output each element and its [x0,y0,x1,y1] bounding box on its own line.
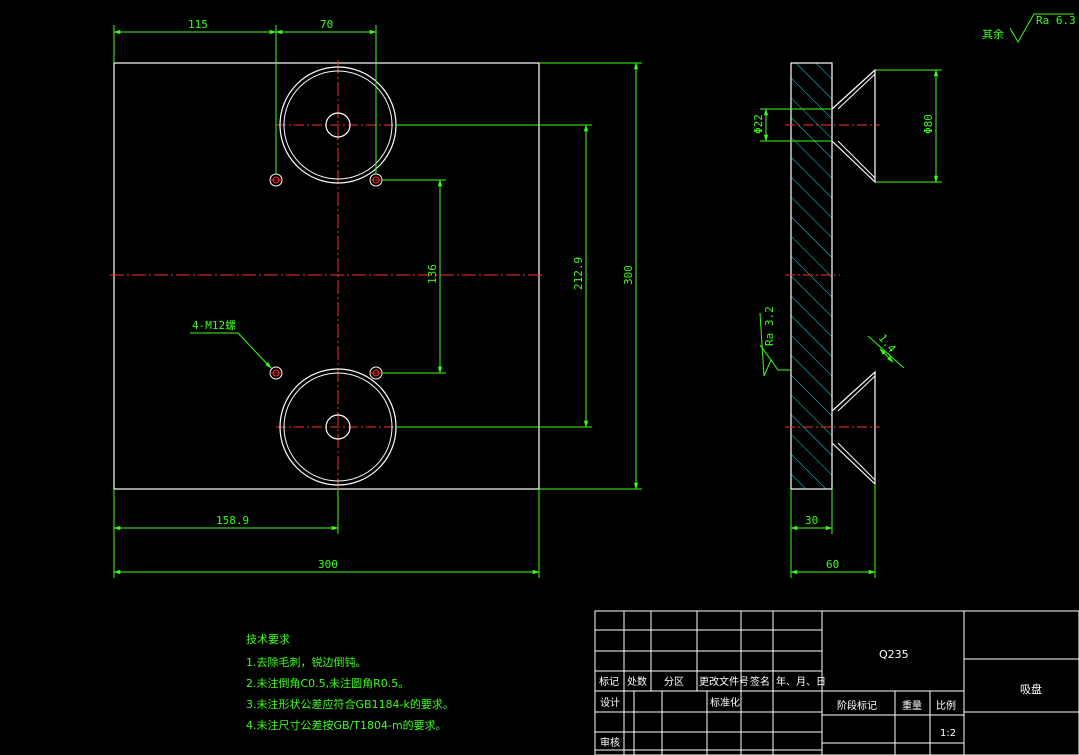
dim-300-vertical-label: 300 [622,265,635,285]
dim-phi22 [760,108,832,142]
dim-30-label: 30 [805,514,818,527]
dim-136-label: 136 [426,264,439,284]
thread-label: 4-M12螺 [192,319,236,332]
ra32-label: Ra 3.2 [763,306,776,346]
thread-leader [190,332,272,369]
standardize-label: 标准化 [710,696,740,709]
surface-note-ra: Ra 6.3 [1036,14,1076,27]
part-name-label: 吸盘 [1020,682,1042,696]
lower-cup-profile-inner [837,375,876,412]
dim-phi80-label: Φ80 [922,114,935,134]
dim-right [382,62,642,490]
threaded-holes [269,173,383,380]
dim-115-label: 115 [188,18,208,31]
tech-item-3: 3.未注形状公差应符合GB1184-k的要求。 [246,697,454,711]
dim-158-9-label: 158.9 [216,514,249,527]
surface-roughness-icon [1009,13,1074,44]
material-label: Q235 [879,648,909,661]
review-label: 审核 [600,736,620,749]
lower-cup-profile [831,370,876,486]
tech-item-2: 2.未注倒角C0.5,未注圆角R0.5。 [246,676,409,690]
header-zone: 分区 [664,676,684,688]
dim-phi22-label: Φ22 [752,114,765,134]
tech-title: 技术要求 [246,633,290,646]
upper-cup-profile [831,68,876,184]
header-change-doc: 更改文件号 [699,675,749,688]
dim-70-label: 70 [320,18,333,31]
tech-requirements: 技术要求 1.去除毛刺，锐边倒钝。 2.未注倒角C0.5,未注圆角R0.5。 3… [246,633,454,732]
dim-phi80 [875,69,942,183]
title-block [594,610,1079,755]
scale-value: 1:2 [940,728,956,739]
header-mark: 标记 [599,676,619,688]
lower-cup-inner [283,372,393,482]
dim-212-9-label: 212.9 [572,257,585,290]
scale-label: 比例 [936,699,956,712]
header-sign: 签名 [750,675,770,688]
lower-cup-hole [325,414,351,440]
plate-section [790,62,833,490]
plate-outline [113,62,540,490]
dim-side-bottom [790,484,876,578]
angle-leader [867,335,905,369]
tech-item-1: 1.去除毛刺，锐边倒钝。 [246,655,367,669]
angle-label: 1.4 [876,332,899,356]
surface-note: 其余 Ra 6.3 [982,13,1076,44]
weight-label: 重量 [902,699,922,712]
dim-60-label: 60 [826,558,839,571]
side-view: Φ22 Φ80 Ra 3.2 1.4 30 60 [752,62,942,578]
surface-note-prefix: 其余 [982,27,1004,41]
stage-mark-label: 阶段标记 [837,699,877,712]
header-count: 处数 [627,675,647,688]
upper-cup-profile-inner2 [837,140,876,179]
header-date: 年、月、日 [776,675,826,688]
dim-top [113,25,377,174]
upper-cup-profile-inner [837,73,876,110]
title-block-text: Q235 吸盘 标记 处数 分区 更改文件号 签名 年、月、日 设计 标准化 审… [599,648,1042,749]
tech-item-4: 4.未注尺寸公差按GB/T1804-m的要求。 [246,718,447,732]
upper-cup-inner [283,70,393,180]
design-label: 设计 [600,696,620,709]
dim-300-horizontal-label: 300 [318,558,338,571]
upper-cup-hole [325,112,351,138]
dim-bottom [113,489,540,578]
roughness-symbol-ra32 [759,312,791,377]
lower-cup-profile-inner2 [837,442,876,481]
front-view: 115 70 136 212.9 300 158.9 300 [110,18,642,578]
